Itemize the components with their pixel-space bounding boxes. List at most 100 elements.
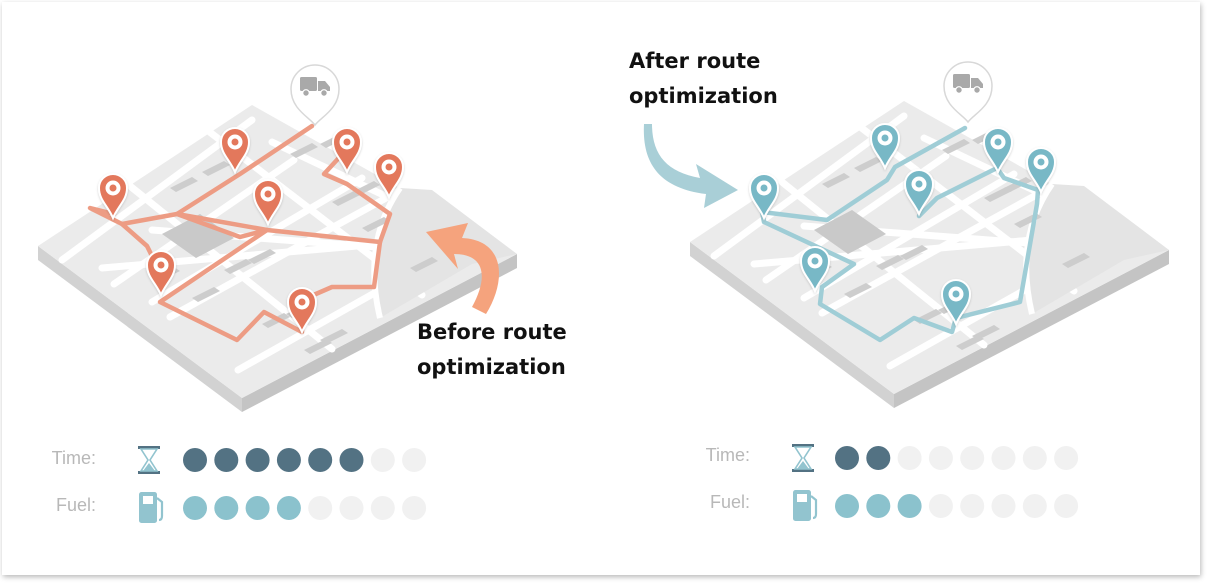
building	[362, 217, 390, 232]
before-time-rating	[183, 448, 427, 472]
stop-pin-dot	[952, 290, 960, 298]
stop-pin-dot	[994, 138, 1002, 146]
building	[942, 139, 970, 154]
comparison-figure: After route optimization Before route op…	[2, 2, 1200, 575]
rating-dot-filled	[835, 446, 859, 470]
rating-dot-empty	[1054, 446, 1079, 470]
fuel-pump-icon	[793, 490, 818, 521]
rating-dot-filled	[339, 448, 364, 472]
building	[320, 329, 348, 344]
stop-pin	[286, 287, 318, 335]
after-time-label: Time:	[705, 445, 750, 465]
rating-dot-filled	[276, 496, 301, 520]
truck-pin-body	[290, 64, 340, 127]
rating-dot-filled	[183, 448, 207, 472]
truck-wheel	[973, 86, 981, 94]
truck-wheel	[302, 89, 310, 97]
map-side-right	[242, 254, 517, 412]
building	[224, 259, 252, 274]
rating-dot-empty	[402, 496, 427, 520]
stop-pin-dot	[343, 138, 351, 146]
after-panel	[643, 61, 1169, 521]
stop-pin-dot	[811, 257, 819, 265]
truck-wheel	[955, 86, 963, 94]
park-road	[371, 186, 403, 319]
truck-pin	[290, 64, 340, 127]
map-side-right	[894, 250, 1169, 408]
stop-pin-dot	[1037, 158, 1045, 166]
before-arrow	[426, 223, 500, 314]
stop-pin-dot	[157, 261, 165, 269]
stop-pin-dot	[298, 298, 306, 306]
rating-dot-filled	[245, 496, 270, 520]
hourglass-sand	[143, 463, 155, 471]
stop-pin-dot	[385, 163, 393, 171]
after-time-rating	[835, 446, 1079, 470]
rating-dot-empty	[960, 494, 985, 518]
stop-pin-body	[748, 173, 780, 221]
stop-pin-dot	[264, 190, 272, 198]
stop-pin-dot	[915, 180, 923, 188]
stop-pin-body	[97, 173, 129, 221]
route-illustration	[38, 61, 1169, 523]
fuel-pump-hose	[156, 497, 164, 522]
building	[248, 249, 276, 264]
truck-cab	[318, 81, 330, 91]
rating-dot-filled	[183, 496, 207, 520]
rating-dot-empty	[1022, 494, 1047, 518]
stop-pin	[1025, 147, 1057, 195]
rating-dot-filled	[866, 494, 891, 518]
stop-pin-body	[331, 127, 363, 175]
stop-pin	[869, 123, 901, 171]
hourglass-glass	[793, 446, 813, 470]
after-caption-line-1: After route	[629, 49, 761, 73]
before-fuel-label: Fuel:	[55, 495, 96, 515]
building	[844, 283, 872, 298]
after-fuel-label: Fuel:	[709, 492, 750, 512]
stop-pin-body	[373, 152, 405, 200]
rating-dot-empty	[991, 494, 1016, 518]
rating-dot-empty	[402, 448, 427, 472]
stop-pin	[97, 173, 129, 221]
fuel-pump-hose	[810, 495, 818, 520]
stop-pin-body	[145, 250, 177, 298]
rating-dot-empty	[1054, 494, 1079, 518]
after-arrow	[643, 124, 738, 208]
rating-dot-empty	[1022, 446, 1047, 470]
stop-pin-dot	[231, 138, 239, 146]
route-line	[174, 123, 383, 303]
hourglass-glass	[139, 448, 159, 472]
stop-pin	[373, 152, 405, 200]
hourglass-sand	[797, 461, 809, 469]
hourglass-icon	[138, 446, 160, 474]
rating-dot-filled	[897, 494, 922, 518]
rating-dot-empty	[370, 448, 395, 472]
truck-cargo	[300, 77, 317, 91]
rating-dot-filled	[308, 448, 333, 472]
truck-wheel	[320, 89, 328, 97]
rating-dot-empty	[991, 446, 1016, 470]
fuel-pump-icon	[139, 492, 164, 523]
building	[822, 173, 850, 188]
truck-pin	[943, 61, 993, 124]
stop-pin-body	[799, 246, 831, 294]
rating-dot-empty	[339, 496, 364, 520]
stop-pin	[799, 246, 831, 294]
truck-cab	[971, 78, 983, 88]
stop-pin	[219, 127, 251, 175]
stop-pin-body	[219, 127, 251, 175]
building	[170, 177, 198, 192]
before-caption-line-2: optimization	[417, 355, 566, 379]
after-caption-line-2: optimization	[629, 84, 778, 108]
stop-pin-body	[903, 169, 935, 217]
stop-pin-dot	[760, 184, 768, 192]
parking-lot	[814, 210, 886, 254]
rating-dot-empty	[897, 446, 922, 470]
stop-pin-dot	[109, 184, 117, 192]
hourglass-bottom	[792, 469, 814, 472]
rating-dot-filled	[835, 494, 859, 518]
before-fuel-rating	[183, 496, 427, 520]
stop-pin-body	[286, 287, 318, 335]
stop-pin-dot	[881, 134, 889, 142]
building	[290, 143, 318, 158]
